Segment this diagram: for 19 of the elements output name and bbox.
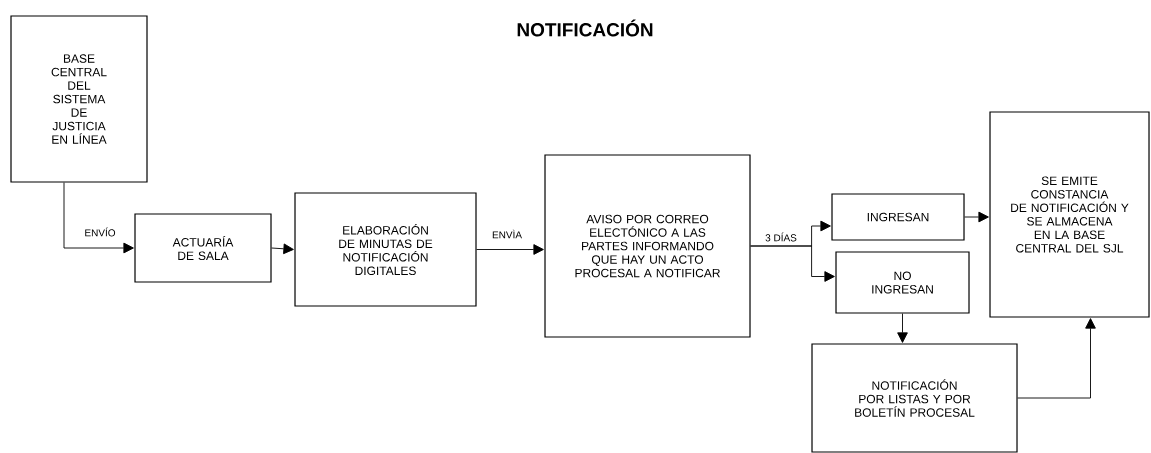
arrow bbox=[63, 182, 134, 254]
process-box: SE EMITE CONSTANCIA DE NOTIFICACIÓN Y SE ALMACENA EN LA BASE CENTRAL DEL SJL bbox=[989, 111, 1150, 318]
arrow bbox=[750, 245, 835, 282]
arrow bbox=[897, 313, 908, 343]
process-box: AVISO POR CORREO ELECTÓNICO A LAS PARTES INFORMANDO QUE HAY UN ACTO PROCESAL A NOTIFICAR bbox=[544, 154, 751, 338]
title: NOTIFICACIÓN bbox=[517, 19, 653, 37]
process-box: BASE CENTRAL DEL SISTEMA DE JUSTICIA EN LÍNEA bbox=[10, 15, 148, 183]
arrow bbox=[964, 211, 989, 223]
edge-label: ENVÍO bbox=[83, 226, 117, 238]
process-box: NO INGRESAN bbox=[835, 251, 970, 314]
edge-label: 3 DÍAS bbox=[764, 231, 798, 243]
process-box: ACTUARÍA DE SALA bbox=[134, 213, 272, 283]
process-box: NOTIFICACIÓN POR LISTAS Y POR BOLETÍN PROCESAL bbox=[811, 343, 1018, 453]
process-box: INGRESAN bbox=[831, 193, 965, 241]
process-box: ELABORACIÓN DE MINUTAS DE NOTIFICACIÓN DIGITALES bbox=[294, 192, 477, 307]
arrow bbox=[271, 243, 294, 255]
arrow bbox=[476, 244, 544, 255]
edge-label: ENVÌA bbox=[491, 228, 523, 240]
arrow bbox=[1017, 318, 1096, 399]
